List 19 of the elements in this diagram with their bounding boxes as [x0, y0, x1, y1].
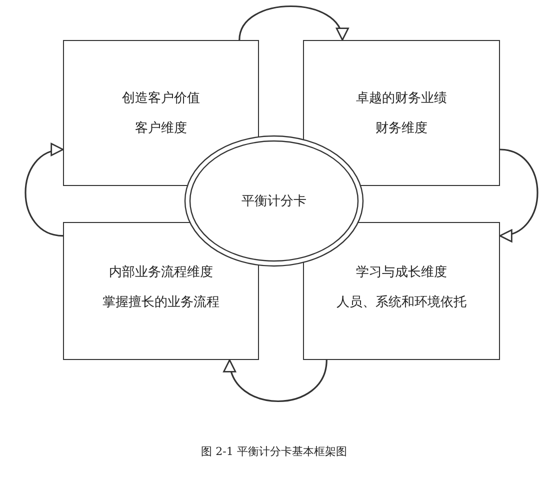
dimension-box	[303, 40, 500, 186]
curved-arrow	[499, 148, 538, 241]
node-text: 创造客户价值	[122, 90, 200, 107]
node-text: 学习与成长维度	[356, 264, 447, 281]
node-text: 人员、系统和环境依托	[336, 294, 466, 311]
curved-arrow	[224, 359, 328, 402]
caption: 图 2-1 平衡计分卡基本框架图	[200, 444, 348, 459]
node-text: 卓越的财务业绩	[356, 90, 447, 107]
node-text: 平衡计分卡	[242, 193, 306, 210]
node-text: 财务维度	[376, 120, 428, 137]
dimension-box	[63, 222, 259, 360]
curved-arrow	[238, 6, 347, 41]
dimension-box	[63, 40, 259, 186]
node-text: 掌握擅长的业务流程	[102, 294, 220, 311]
curved-arrow	[24, 144, 64, 237]
node-text: 客户维度	[135, 120, 187, 137]
node-text: 内部业务流程维度	[109, 264, 213, 281]
center-ellipse	[184, 135, 364, 267]
dimension-box	[303, 222, 500, 360]
